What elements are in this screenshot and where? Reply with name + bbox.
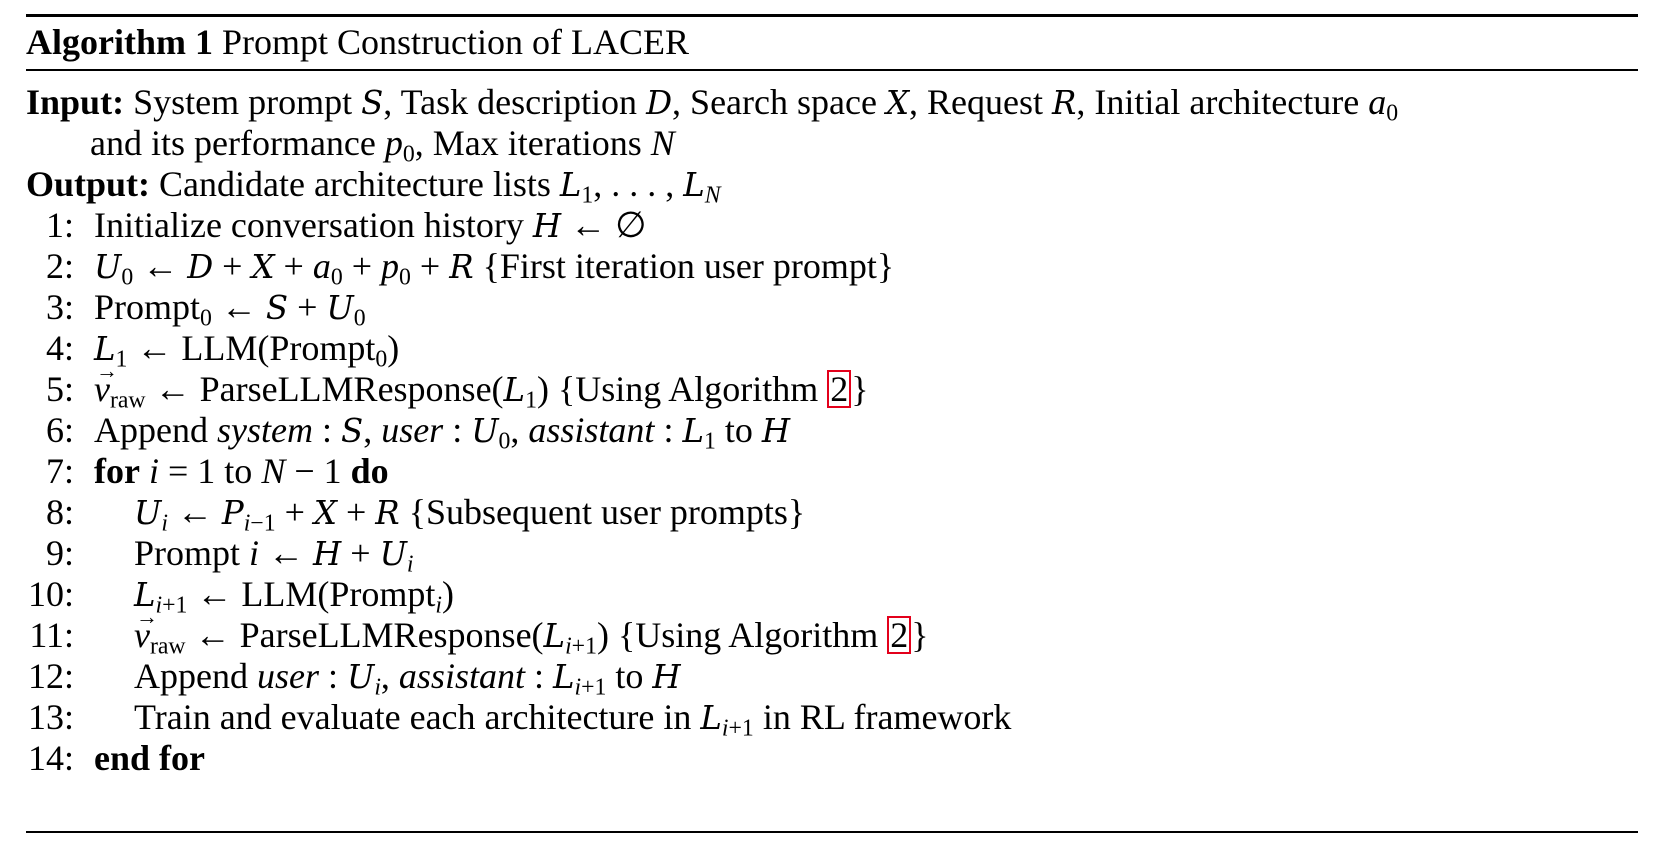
- vector-v: v: [94, 349, 118, 411]
- algorithm-reference-link[interactable]: 2: [887, 616, 912, 654]
- bottom-rule: [26, 831, 1638, 833]
- algorithm-title: Algorithm 1 Prompt Construction of LACER: [26, 20, 689, 64]
- title-rule: [26, 69, 1638, 71]
- output-label: Output:: [26, 164, 151, 204]
- algorithm-reference-link[interactable]: 2: [827, 370, 852, 408]
- algorithm-label: Algorithm 1: [26, 22, 213, 62]
- input-label: Input:: [26, 82, 125, 122]
- vector-v: v: [134, 595, 158, 657]
- top-rule: [26, 14, 1638, 17]
- algorithm-name: Prompt Construction of LACER: [221, 22, 689, 62]
